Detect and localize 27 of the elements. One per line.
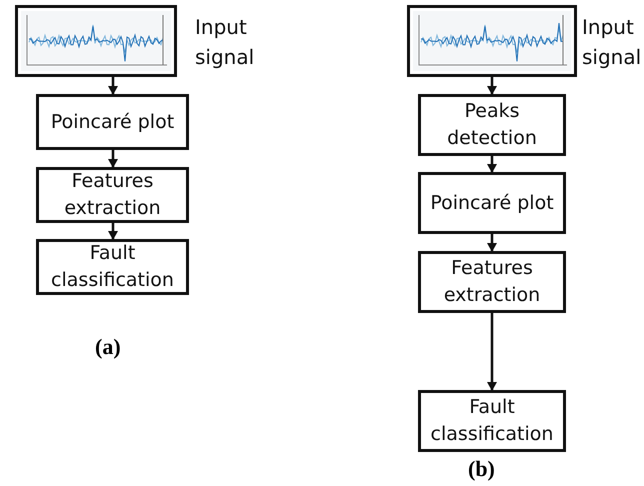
process-box <box>36 94 189 150</box>
box-label: Features extraction <box>442 256 542 308</box>
arrow <box>487 77 497 95</box>
process-box <box>418 251 566 313</box>
process-box <box>36 239 189 295</box>
panel-label: (a) <box>95 334 121 360</box>
arrow <box>108 77 118 95</box>
process-box <box>418 390 566 452</box>
box-label: Features extraction <box>63 169 162 221</box>
box-label: Peaks detection <box>446 99 538 151</box>
box-label: Poincaré plot <box>430 190 554 216</box>
process-box <box>36 167 189 223</box>
box-label: Fault classification <box>430 395 554 447</box>
side-label: Input signal <box>582 14 642 71</box>
panel-label: (b) <box>468 456 495 482</box>
box-label: Poincaré plot <box>50 110 174 134</box>
picture-frame <box>15 5 177 77</box>
picture-frame <box>407 5 577 77</box>
side-label: Input signal <box>195 14 255 71</box>
arrow <box>108 150 118 168</box>
arrow <box>487 313 497 391</box>
box-label: Fault classification <box>50 241 175 293</box>
process-box <box>418 172 566 234</box>
process-box <box>418 94 566 156</box>
arrow <box>108 223 118 240</box>
arrow <box>487 234 497 252</box>
arrow <box>487 156 497 173</box>
